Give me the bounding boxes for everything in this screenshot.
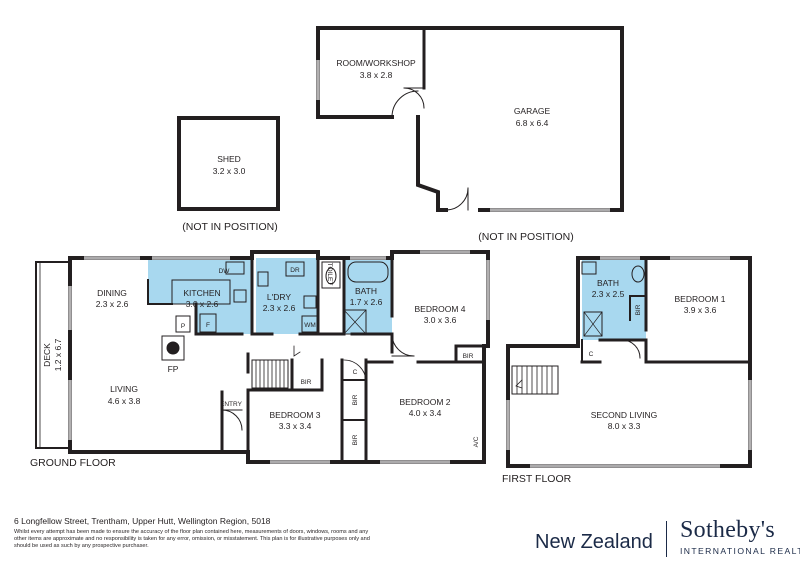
second-living-name: SECOND LIVING	[591, 410, 658, 420]
bir-bedroom2-lower: BIR	[352, 434, 359, 445]
bir-bedroom1: BIR	[635, 304, 642, 315]
brand-tagline: INTERNATIONAL REALTY	[680, 546, 800, 556]
bedroom1-size: 3.9 x 3.6	[684, 305, 717, 315]
dining-size: 2.3 x 2.6	[96, 299, 129, 309]
entry-label: ENTRY	[220, 401, 243, 408]
laundry-size: 2.3 x 2.6	[263, 303, 296, 313]
living-name: LIVING	[110, 384, 138, 394]
bir-bedroom4: BIR	[463, 353, 474, 360]
bir-under-stairs: BIR	[301, 379, 312, 386]
kitchen-size: 3.6 x 2.6	[186, 299, 219, 309]
pantry-label: P	[181, 323, 185, 330]
cupboard-first-label: C	[589, 351, 594, 358]
deck-size: 1.2 x 6.7	[53, 338, 63, 371]
bedroom2-name: BEDROOM 2	[399, 397, 450, 407]
ground-floor-label: GROUND FLOOR	[30, 457, 116, 469]
shed-size: 3.2 x 3.0	[213, 166, 246, 176]
disclaimer: Whilst every attempt has been made to en…	[14, 529, 370, 549]
brand-logo-name: Sotheby's	[680, 517, 776, 543]
bath-first-size: 2.3 x 2.5	[592, 289, 625, 299]
garage-name: GARAGE	[514, 106, 551, 116]
workshop-size: 3.8 x 2.8	[360, 70, 393, 80]
brand-divider	[666, 521, 667, 557]
ac-label: A/C	[473, 436, 480, 447]
bedroom4-size: 3.0 x 3.6	[424, 315, 457, 325]
bedroom1-name: BEDROOM 1	[674, 294, 725, 304]
bedroom3-name: BEDROOM 3	[269, 410, 320, 420]
bedroom4-name: BEDROOM 4	[414, 304, 465, 314]
bath-ground-size: 1.7 x 2.6	[350, 297, 383, 307]
fridge-label: F	[206, 322, 210, 329]
bir-bedroom2-upper: BIR	[352, 394, 359, 405]
dryer-label: DR	[290, 267, 300, 274]
brand-region: New Zealand	[535, 531, 653, 553]
fireplace-label: FP	[168, 364, 179, 374]
laundry-name: L'DRY	[267, 292, 291, 302]
dishwasher-label: DW	[219, 268, 231, 275]
deck-name: DECK	[42, 343, 52, 367]
living-size: 4.6 x 3.8	[108, 396, 141, 406]
bedroom3-size: 3.3 x 3.4	[279, 421, 312, 431]
shed-name: SHED	[217, 154, 241, 164]
workshop-name: ROOM/WORKSHOP	[336, 58, 416, 68]
bath-first-name: BATH	[597, 278, 619, 288]
bedroom2-size: 4.0 x 3.4	[409, 408, 442, 418]
toilet-label: TOILET	[326, 263, 333, 286]
wet-areas	[148, 258, 646, 340]
dining-name: DINING	[97, 288, 127, 298]
washing-machine-label: WM	[304, 322, 316, 329]
kitchen-name: KITCHEN	[183, 288, 220, 298]
garage-size: 6.8 x 6.4	[516, 118, 549, 128]
floor-plan: ROOM/WORKSHOP 3.8 x 2.8 GARAGE 6.8 x 6.4…	[30, 26, 752, 485]
property-address: 6 Longfellow Street, Trentham, Upper Hut…	[14, 516, 271, 526]
garage-position-note: (NOT IN POSITION)	[478, 231, 573, 243]
cupboard-label: C	[353, 369, 358, 376]
second-living-size: 8.0 x 3.3	[608, 421, 641, 431]
shed-position-note: (NOT IN POSITION)	[182, 221, 277, 233]
bath-ground-name: BATH	[355, 286, 377, 296]
first-floor-label: FIRST FLOOR	[502, 473, 572, 485]
